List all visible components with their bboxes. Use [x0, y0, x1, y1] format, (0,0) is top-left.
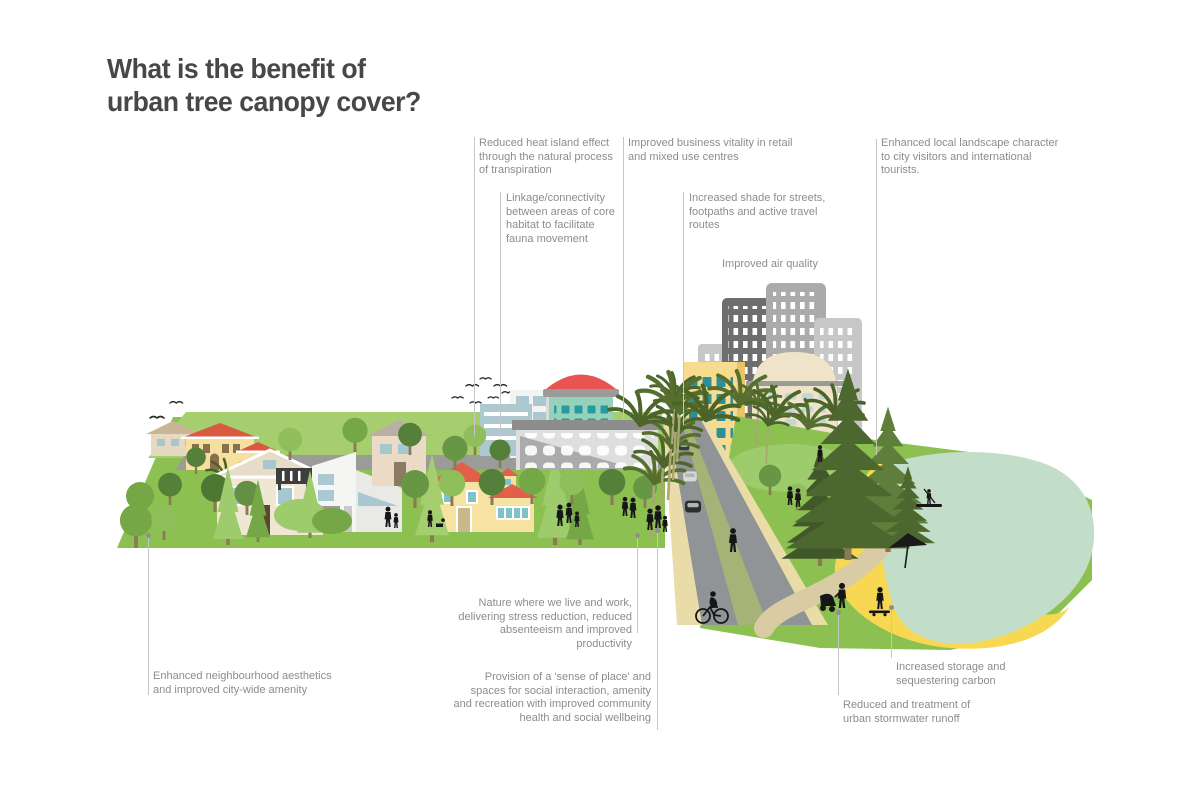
retail-building — [512, 420, 662, 470]
leader-line-landscape — [876, 139, 877, 455]
callout-landscape: Enhanced local landscape character to ci… — [881, 137, 1059, 176]
callout-linkage: Linkage/connectivity between areas of co… — [506, 192, 615, 245]
page-title-line2: urban tree canopy cover? — [107, 86, 421, 117]
leader-line-business — [623, 137, 624, 418]
cyclist — [695, 591, 729, 624]
callout-neighbourhood: Enhanced neighbourhood aesthetics and im… — [153, 670, 332, 696]
skateboarder — [869, 587, 890, 617]
page-title-line1: What is the benefit of — [107, 53, 366, 84]
callout-air-quality: Improved air quality — [722, 258, 818, 270]
callout-business: Improved business vitality in retail and… — [628, 137, 793, 163]
leader-line-sense-place — [655, 528, 660, 730]
callout-carbon: Increased storage and sequestering carbo… — [896, 661, 1006, 687]
leader-line-shade — [683, 192, 684, 425]
park-path — [754, 530, 896, 638]
callout-stormwater: Reduced and treatment of urban stormwate… — [843, 699, 971, 725]
dog-icon — [436, 518, 445, 527]
callout-heat-island: Reduced heat island effect through the n… — [479, 137, 613, 176]
leader-line-neighbourhood — [146, 533, 151, 695]
leader-line-stormwater — [836, 610, 841, 695]
stroller-family — [820, 582, 847, 612]
beach-umbrella-icon — [889, 533, 927, 569]
car-light — [683, 471, 697, 482]
leader-line-carbon — [889, 605, 894, 658]
leader-line-linkage — [500, 192, 501, 437]
leader-line-heat-island — [474, 137, 475, 437]
car-dark — [684, 500, 702, 513]
suburb-trees — [119, 417, 594, 548]
leader-line-nature — [635, 533, 640, 633]
callout-sense-place: Provision of a 'sense of place' and spac… — [453, 671, 651, 724]
callout-nature-work: Nature where we live and work, deliverin… — [458, 597, 632, 650]
pedestrian-silhouettes — [384, 445, 823, 552]
small-tan-house — [146, 421, 200, 456]
paddle-boarder — [916, 488, 942, 507]
callout-shade: Increased shade for streets, footpaths a… — [689, 192, 826, 231]
road-with-cars — [663, 418, 828, 625]
